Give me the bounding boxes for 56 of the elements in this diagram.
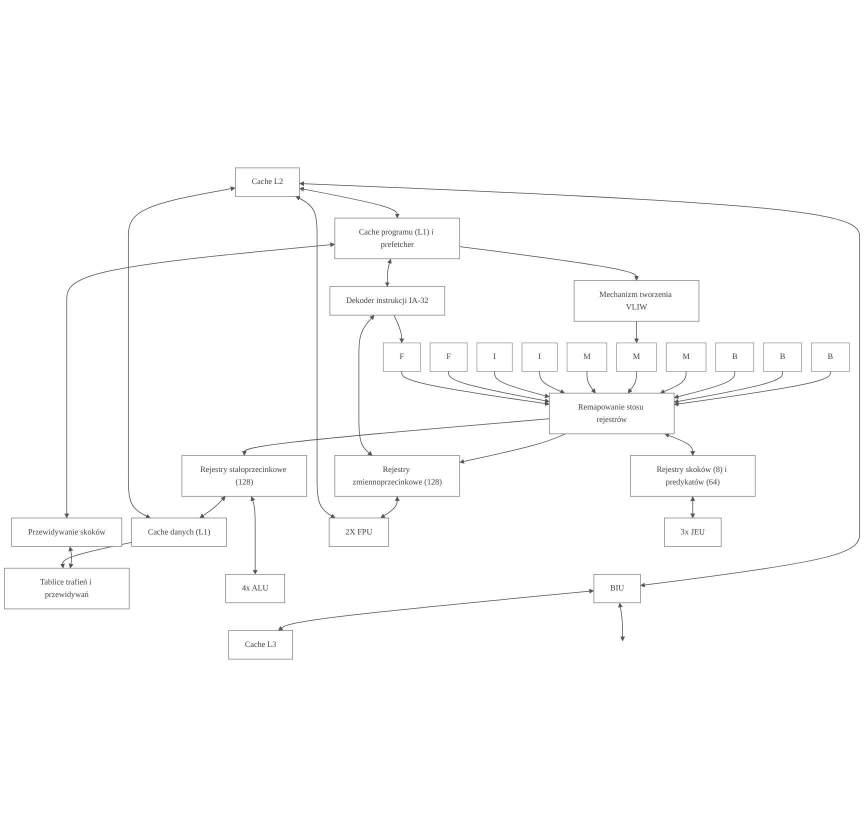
block-box: Rejestry skoków (8) i predykatów (64) — [630, 455, 756, 497]
arrow — [278, 588, 594, 631]
arrow — [618, 602, 625, 642]
arrow — [674, 371, 736, 399]
arrow — [494, 371, 550, 398]
block-box: M — [566, 342, 608, 372]
block-box: Rejestry stałoprzecinkowe (128) — [182, 455, 308, 497]
arrow — [664, 433, 696, 456]
block-box: 3x JEU — [664, 518, 722, 547]
block-box: Mechanizm tworzenia VLIW — [574, 280, 700, 322]
arrow — [296, 196, 336, 518]
arrow — [384, 258, 392, 287]
block-box: Cache danych (L1) — [131, 518, 227, 547]
block-box: M — [666, 342, 706, 372]
block-box: 4x ALU — [225, 574, 286, 604]
block-box: Tablice trafień i przewidywań — [4, 568, 130, 610]
block-box: 2X FPU — [328, 518, 389, 547]
block-box: I — [522, 342, 558, 372]
arrow — [628, 371, 637, 394]
block-box: Cache L3 — [228, 630, 293, 660]
arrow — [64, 242, 335, 518]
arrow — [128, 186, 236, 518]
arrow — [401, 371, 550, 406]
arrow — [460, 433, 566, 464]
arrow — [586, 371, 596, 394]
block-box: B — [811, 342, 850, 372]
block-box: Cache L2 — [235, 168, 300, 197]
arrow — [674, 371, 831, 406]
block-box: M — [616, 342, 657, 372]
arrow — [358, 315, 374, 456]
arrow — [299, 181, 860, 588]
block-box: I — [476, 342, 512, 372]
block-box: BIU — [594, 574, 641, 604]
block-box: Przewidywanie skoków — [11, 518, 122, 547]
arrow — [68, 546, 74, 568]
arrow — [380, 496, 400, 518]
block-box: F — [382, 342, 421, 372]
block-box: B — [763, 342, 802, 372]
arrow — [660, 371, 686, 394]
arrow — [250, 496, 258, 575]
arrow — [299, 186, 400, 218]
block-box: Dekoder instrukcji IA-32 — [330, 286, 446, 316]
arrow — [690, 496, 696, 518]
block-box: Rejestry zmiennoprzecinkowe (128) — [334, 455, 460, 497]
block-box: F — [430, 342, 468, 372]
block-box: B — [716, 342, 754, 372]
arrow — [674, 371, 783, 404]
block-box: Remapowanie stosu rejestrów — [549, 392, 674, 434]
arrow — [634, 320, 639, 344]
block-box: Cache programu (L1) i prefetcher — [334, 218, 460, 260]
arrow — [539, 371, 565, 394]
arrow — [448, 371, 550, 404]
arrow — [394, 314, 404, 344]
arrow — [242, 418, 550, 456]
arrow — [459, 246, 639, 281]
arrow — [200, 496, 226, 518]
